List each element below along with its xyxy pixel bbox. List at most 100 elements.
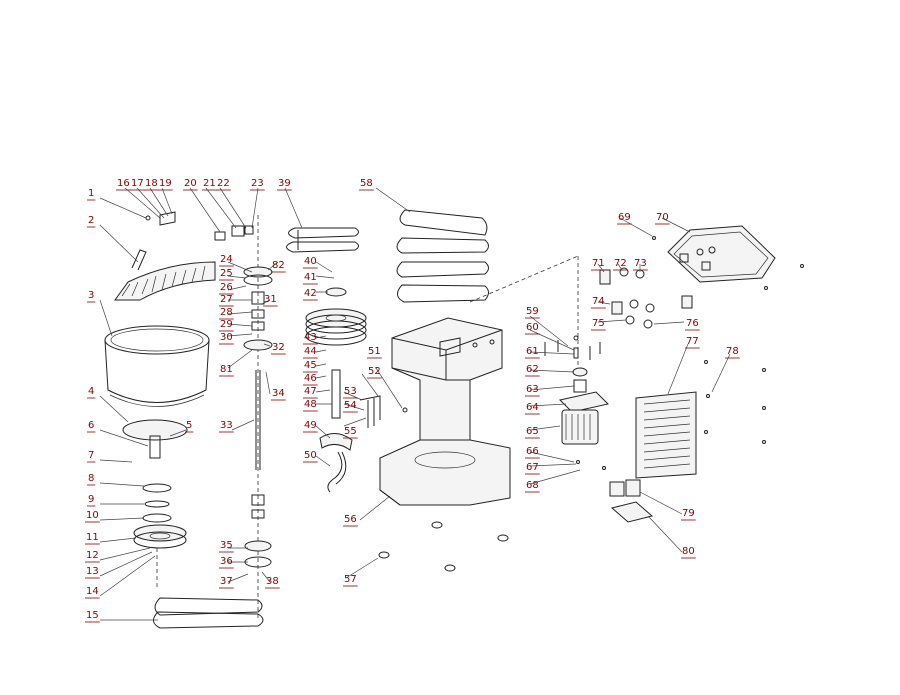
callout-78: 78 xyxy=(726,346,739,357)
callout-11: 11 xyxy=(86,532,99,543)
callout-9: 9 xyxy=(88,494,94,505)
callout-14: 14 xyxy=(86,586,99,597)
callout-20: 20 xyxy=(184,178,197,189)
drive-belt-lower xyxy=(153,597,264,629)
callout-81: 81 xyxy=(220,364,233,375)
callout-60: 60 xyxy=(526,322,539,333)
callout-76: 76 xyxy=(686,318,699,329)
guard-bracket xyxy=(359,395,381,428)
callout-52: 52 xyxy=(368,366,381,377)
callout-43: 43 xyxy=(304,332,317,343)
bowl-base xyxy=(122,419,188,523)
callout-57: 57 xyxy=(344,574,357,585)
callout-1: 1 xyxy=(88,188,94,199)
callout-4: 4 xyxy=(88,386,94,397)
axis-line-body xyxy=(469,255,579,303)
bowl-pulley xyxy=(133,524,187,590)
callout-56: 56 xyxy=(344,514,357,525)
callout-10: 10 xyxy=(86,510,99,521)
callout-73: 73 xyxy=(634,258,647,269)
callout-27: 27 xyxy=(220,294,233,305)
motor-assembly xyxy=(544,335,609,470)
leader-lines xyxy=(99,187,731,621)
callout-54: 54 xyxy=(344,400,357,411)
callout-59: 59 xyxy=(526,306,539,317)
machine-feet xyxy=(378,521,509,572)
belt-set-large xyxy=(396,209,489,303)
callout-44: 44 xyxy=(304,346,317,357)
callout-5: 5 xyxy=(186,420,192,431)
switches-and-knobs xyxy=(599,267,693,329)
callout-24: 24 xyxy=(220,254,233,265)
callout-50: 50 xyxy=(304,450,317,461)
contactor-block xyxy=(609,479,641,497)
callout-51: 51 xyxy=(368,346,381,357)
callout-77: 77 xyxy=(686,336,699,347)
callout-69: 69 xyxy=(618,212,631,223)
callout-39: 39 xyxy=(278,178,291,189)
machine-body xyxy=(379,317,511,506)
belt-set-small xyxy=(286,227,359,253)
callout-25: 25 xyxy=(220,268,233,279)
control-panel-cover xyxy=(652,225,776,283)
callout-46: 46 xyxy=(304,373,317,384)
callout-79: 79 xyxy=(682,508,695,519)
callout-34: 34 xyxy=(272,388,285,399)
callout-30: 30 xyxy=(220,332,233,343)
callout-65: 65 xyxy=(526,426,539,437)
callout-40: 40 xyxy=(304,256,317,267)
callout-labels: 1 2 3 4 5 6 7 8 9 10 11 12 13 14 15 16 1… xyxy=(85,178,740,623)
vent-grille-panel xyxy=(635,391,697,479)
callout-64: 64 xyxy=(526,402,539,413)
callout-68: 68 xyxy=(526,480,539,491)
callout-36: 36 xyxy=(220,556,233,567)
callout-58: 58 xyxy=(360,178,373,189)
callout-80: 80 xyxy=(682,546,695,557)
callout-21: 21 xyxy=(203,178,216,189)
callout-35: 35 xyxy=(220,540,233,551)
callout-8: 8 xyxy=(88,473,94,484)
callout-63: 63 xyxy=(526,384,539,395)
callout-23: 23 xyxy=(251,178,264,189)
callout-41: 41 xyxy=(304,272,317,283)
callout-42: 42 xyxy=(304,288,317,299)
callout-55: 55 xyxy=(344,426,357,437)
callout-2: 2 xyxy=(88,215,94,226)
callout-45: 45 xyxy=(304,360,317,371)
callout-47: 47 xyxy=(304,386,317,397)
mounting-plate xyxy=(610,501,654,523)
callout-62: 62 xyxy=(526,364,539,375)
callout-37: 37 xyxy=(220,576,233,587)
callout-33: 33 xyxy=(220,420,233,431)
callout-48: 48 xyxy=(304,399,317,410)
callout-72: 72 xyxy=(614,258,627,269)
callout-75: 75 xyxy=(592,318,605,329)
callout-17: 17 xyxy=(131,178,144,189)
callout-12: 12 xyxy=(86,550,99,561)
main-shaft-assembly xyxy=(243,215,273,620)
callout-26: 26 xyxy=(220,282,233,293)
callout-15: 15 xyxy=(86,610,99,621)
callout-38: 38 xyxy=(266,576,279,587)
callout-29: 29 xyxy=(220,319,233,330)
callout-32: 32 xyxy=(272,342,285,353)
callout-19: 19 xyxy=(159,178,172,189)
screws-right xyxy=(704,264,804,444)
callout-71: 71 xyxy=(592,258,605,269)
callout-70: 70 xyxy=(656,212,669,223)
callout-16: 16 xyxy=(117,178,130,189)
callout-61: 61 xyxy=(526,346,539,357)
callout-74: 74 xyxy=(592,296,605,307)
callout-53: 53 xyxy=(344,386,357,397)
mixing-bowl xyxy=(104,325,210,407)
bowl-drive-pulley xyxy=(305,287,367,346)
callout-13: 13 xyxy=(86,566,99,577)
callout-18: 18 xyxy=(145,178,158,189)
callout-82: 82 xyxy=(272,260,285,271)
callout-67: 67 xyxy=(526,462,539,473)
callout-22: 22 xyxy=(217,178,230,189)
bowl-guard xyxy=(114,249,216,301)
callout-28: 28 xyxy=(220,307,233,318)
callout-31: 31 xyxy=(264,294,277,305)
